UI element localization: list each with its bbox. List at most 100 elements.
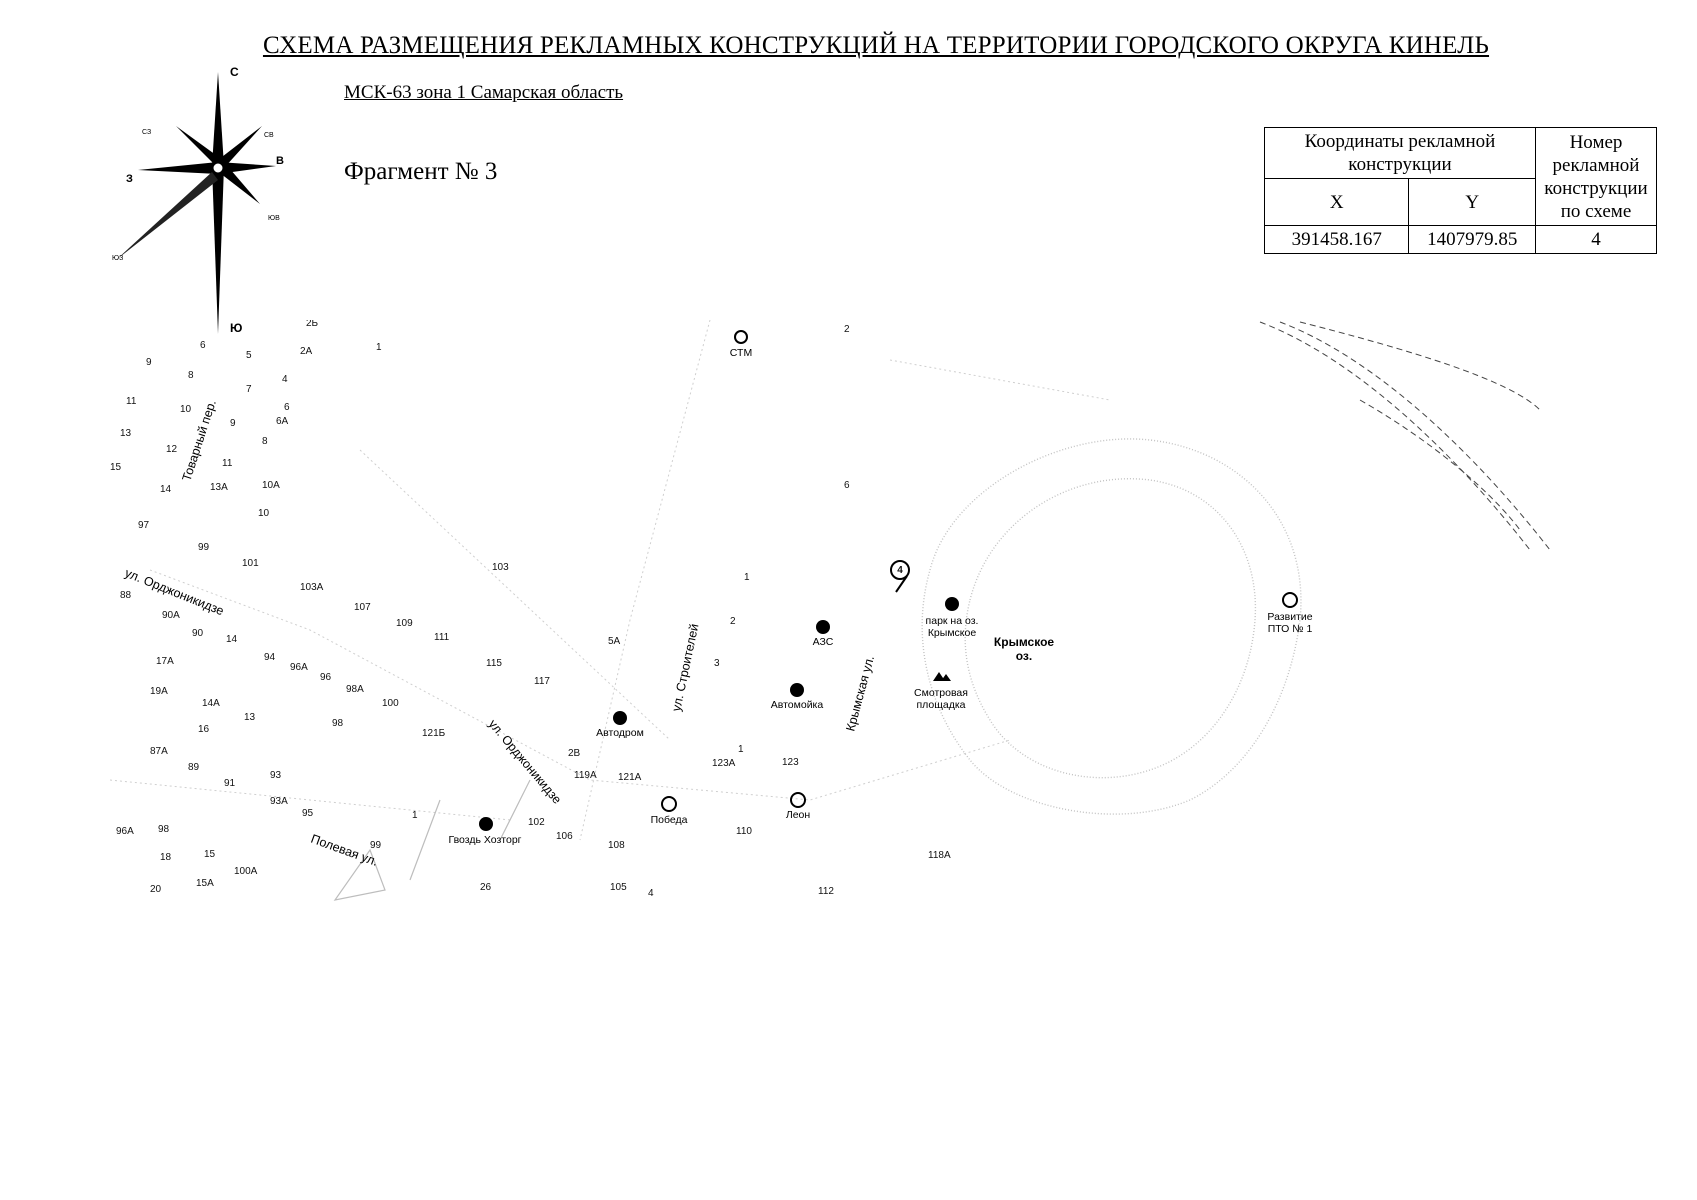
house-number: 100А bbox=[234, 866, 258, 877]
house-number: 4 bbox=[648, 888, 654, 899]
street-krymskaya: Крымская ул. bbox=[843, 654, 877, 733]
compass-rose-icon: С Ю В З СВ СЗ ЮВ ЮЗ bbox=[112, 65, 284, 334]
house-number: 5А bbox=[608, 636, 621, 647]
house-number: 9 bbox=[230, 418, 236, 429]
house-number: 96 bbox=[320, 672, 332, 683]
poi-smotrovaya[interactable]: Смотровая площадка bbox=[914, 672, 968, 711]
cell-number: 4 bbox=[1535, 225, 1657, 254]
shop-icon bbox=[661, 796, 677, 812]
house-number: 10А bbox=[262, 480, 280, 491]
house-number: 121Б bbox=[422, 728, 446, 739]
house-number: 2 bbox=[730, 616, 736, 627]
house-number: 105 bbox=[610, 882, 627, 893]
house-number: 7 bbox=[246, 384, 252, 395]
house-number: 13 bbox=[120, 428, 132, 439]
poi-razvitie[interactable]: Развитие ПТО № 1 bbox=[1267, 592, 1313, 635]
house-number: 100 bbox=[382, 698, 399, 709]
house-number: 91 bbox=[224, 778, 236, 789]
poi-azs[interactable]: АЗС bbox=[813, 620, 834, 648]
house-number: 93 bbox=[270, 770, 282, 781]
house-number: 16 bbox=[198, 724, 210, 735]
compass-west: З bbox=[126, 173, 133, 185]
svg-text:СТМ: СТМ bbox=[730, 347, 752, 359]
poi-avtodrom[interactable]: Автодром bbox=[596, 711, 644, 739]
svg-text:Автомойка: Автомойка bbox=[771, 699, 824, 711]
house-number: 15А bbox=[196, 878, 214, 889]
svg-text:Гвоздь Хозторг: Гвоздь Хозторг bbox=[449, 834, 522, 846]
house-number: 93А bbox=[270, 796, 288, 807]
house-number: 106 bbox=[556, 831, 573, 842]
house-number: 10 bbox=[258, 508, 270, 519]
viewpoint-icon bbox=[933, 672, 951, 681]
house-number: 98 bbox=[158, 824, 170, 835]
house-number: 107 bbox=[354, 602, 371, 613]
svg-text:парк на оз.: парк на оз. bbox=[926, 615, 979, 627]
house-number: 112 bbox=[818, 886, 834, 897]
fuel-icon bbox=[816, 620, 830, 634]
compass-southwest: ЮЗ bbox=[112, 255, 123, 262]
house-number: 102 bbox=[528, 817, 545, 828]
house-number: 98 bbox=[332, 718, 344, 729]
house-number: 12 bbox=[166, 444, 178, 455]
shop-icon bbox=[790, 792, 806, 808]
svg-text:Леон: Леон bbox=[786, 809, 811, 821]
house-number: 1 bbox=[738, 744, 744, 755]
house-number: 15 bbox=[204, 849, 216, 860]
compass-northeast: СВ bbox=[264, 132, 274, 139]
house-number: 119А bbox=[574, 770, 597, 781]
cell-x: 391458.167 bbox=[1263, 225, 1410, 254]
compass-south: Ю bbox=[230, 321, 242, 334]
fragment-label: Фрагмент № 3 bbox=[344, 158, 498, 185]
house-number: 1 bbox=[376, 342, 382, 353]
house-number: 123А bbox=[712, 758, 736, 769]
coordinate-system-label: МСК-63 зона 1 Самарская область bbox=[344, 82, 624, 103]
svg-text:Крымское: Крымское bbox=[928, 627, 977, 639]
poi-avtomoyka[interactable]: Автомойка bbox=[771, 683, 824, 711]
house-number: 13А bbox=[210, 482, 228, 493]
house-number: 96А bbox=[290, 662, 308, 673]
table-row: 391458.167 1407979.85 4 bbox=[1263, 225, 1657, 254]
house-number: 111 bbox=[434, 632, 450, 643]
house-number: 108 bbox=[608, 840, 625, 851]
park-icon bbox=[945, 597, 959, 611]
poi-stm[interactable]: СТМ bbox=[730, 330, 752, 359]
house-number: 15 bbox=[110, 462, 122, 473]
house-number: 26 bbox=[480, 882, 492, 893]
house-number: 14 bbox=[160, 484, 172, 495]
compass-east: В bbox=[276, 155, 284, 167]
house-number: 2А bbox=[300, 346, 313, 357]
lake-name: Крымское bbox=[994, 635, 1054, 649]
poi-park[interactable]: парк на оз. Крымское bbox=[926, 597, 979, 639]
poi-pobeda[interactable]: Победа bbox=[651, 796, 688, 826]
house-number: 5 bbox=[246, 350, 252, 361]
house-number: 18 bbox=[160, 852, 172, 863]
marker-number: 4 bbox=[897, 565, 903, 576]
house-number: 103 bbox=[492, 562, 509, 573]
house-number: 9 bbox=[146, 357, 152, 368]
poi-leon[interactable]: Леон bbox=[786, 792, 811, 821]
house-number: 101 bbox=[242, 558, 259, 569]
house-number: 11 bbox=[126, 396, 137, 407]
lake-suffix: оз. bbox=[1016, 649, 1032, 663]
house-number: 2В bbox=[568, 748, 581, 759]
house-number: 96А bbox=[116, 826, 134, 837]
company-icon bbox=[1282, 592, 1298, 608]
house-number: 4 bbox=[282, 374, 288, 385]
svg-text:Автодром: Автодром bbox=[596, 727, 644, 739]
stm-icon bbox=[734, 330, 748, 344]
house-number: 103А bbox=[300, 582, 324, 593]
ad-construction-marker[interactable]: 4 bbox=[890, 560, 910, 593]
house-number: 3 bbox=[714, 658, 720, 669]
house-number: 6 bbox=[200, 340, 206, 351]
house-number: 123 bbox=[782, 757, 799, 768]
svg-text:площадка: площадка bbox=[916, 699, 965, 711]
house-number: 8 bbox=[262, 436, 268, 447]
house-number: 11 bbox=[222, 458, 233, 469]
svg-text:Победа: Победа bbox=[651, 814, 688, 826]
svg-text:Развитие: Развитие bbox=[1267, 611, 1312, 623]
coords-header: Координаты рекламной конструкции bbox=[1264, 127, 1536, 179]
coordinates-table: Координаты рекламной конструкции Номер р… bbox=[1263, 127, 1657, 254]
poi-gvozd[interactable]: Гвоздь Хозторг bbox=[449, 817, 522, 846]
house-number: 97 bbox=[138, 520, 150, 531]
